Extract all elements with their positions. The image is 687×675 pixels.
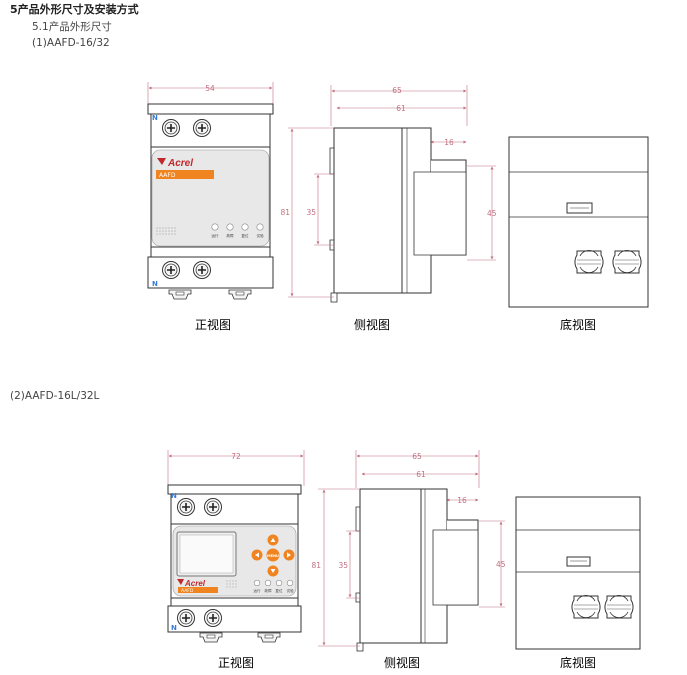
m1-model-label: AAFD — [159, 172, 176, 179]
m2-dim-depth: 65 — [412, 452, 422, 461]
model1-title: (1)AAFD-16/32 — [32, 37, 110, 49]
model1-front-view: 54 N Acrel AAFD 运行 故障 复位 试验 N — [147, 82, 274, 332]
m1-n-label-top: N — [152, 114, 158, 122]
m1-caption-side: 侧视图 — [354, 317, 390, 332]
m1-dim-width: 54 — [205, 84, 215, 93]
m1-dim-depth: 65 — [392, 86, 402, 95]
model1-side-view: 65 61 16 81 35 45 侧视图 — [280, 85, 497, 332]
model2-front-view: 72 N MENU Acrel AAFD — [167, 450, 305, 670]
m1-dim-height: 81 — [280, 208, 290, 217]
m1-indicator-test: 试验 — [256, 233, 264, 238]
m1-caption-front: 正视图 — [195, 317, 231, 332]
m1-dim-rail: 35 — [306, 208, 316, 217]
m1-dim-rail-side: 45 — [487, 209, 497, 218]
m2-n-label-top: N — [171, 492, 177, 500]
m2-caption-front: 正视图 — [218, 655, 254, 670]
subsection-title: 5.1产品外形尺寸 — [32, 21, 112, 33]
m1-dim-step: 16 — [444, 138, 454, 147]
m2-dim-depth2: 61 — [416, 470, 426, 479]
m1-indicator-reset: 复位 — [241, 233, 249, 238]
m1-brand-logo: Acrel — [167, 158, 193, 169]
m2-menu-button: MENU — [267, 554, 279, 558]
m1-dim-depth2: 61 — [396, 104, 406, 113]
section-title: 5产品外形尺寸及安装方式 — [10, 3, 139, 16]
m2-brand-logo: Acrel — [184, 579, 206, 588]
m2-model-label: AAFD — [181, 588, 194, 594]
m2-dim-rail-side: 45 — [496, 560, 506, 569]
m2-indicator-fault: 故障 — [264, 588, 272, 593]
m1-n-label-bottom: N — [152, 280, 158, 288]
m2-dim-rail: 35 — [338, 561, 348, 570]
model1-bottom-view: 底视图 — [508, 136, 649, 332]
model2-side-view: 65 61 16 81 35 45 侧视图 — [311, 450, 506, 670]
m1-indicator-fault: 故障 — [226, 233, 234, 238]
m2-dim-step: 16 — [457, 496, 467, 505]
model2-title: (2)AAFD-16L/32L — [10, 390, 100, 402]
m2-n-label-bottom: N — [171, 624, 177, 632]
m2-indicator-run: 运行 — [253, 588, 261, 593]
m2-indicator-test: 试验 — [286, 588, 294, 593]
m2-caption-bottom: 底视图 — [560, 655, 596, 670]
m2-indicator-reset: 复位 — [275, 588, 283, 593]
m2-dim-height: 81 — [311, 561, 321, 570]
m1-caption-bottom: 底视图 — [560, 317, 596, 332]
m1-indicator-run: 运行 — [211, 233, 219, 238]
model2-bottom-view: 底视图 — [515, 496, 641, 670]
m2-caption-side: 侧视图 — [384, 655, 420, 670]
m2-dim-width: 72 — [231, 452, 241, 461]
